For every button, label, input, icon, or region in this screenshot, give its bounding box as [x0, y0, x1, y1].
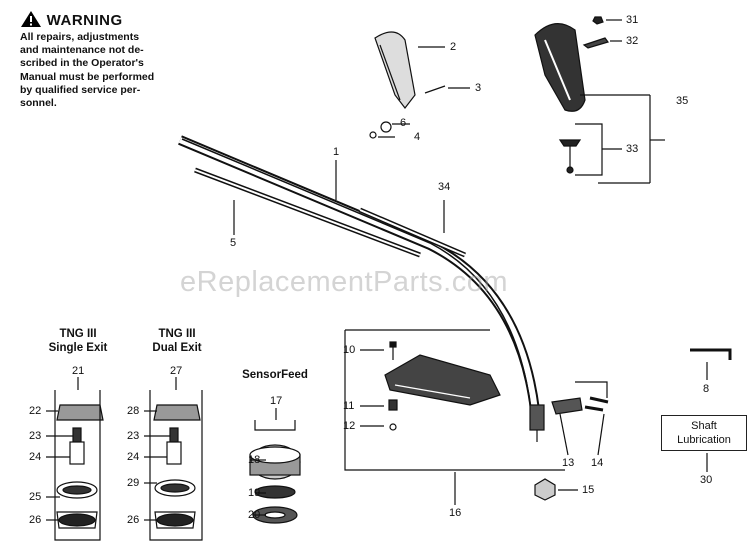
callout-34: 34 — [438, 181, 451, 193]
callout-1: 1 — [333, 146, 340, 158]
warning-line: and maintenance not de- — [20, 44, 144, 57]
single-exit-header-line2: Single Exit — [48, 342, 108, 354]
callout-10: 10 — [343, 344, 356, 356]
callout-35: 35 — [676, 95, 689, 107]
warning-triangle-icon — [21, 11, 41, 27]
dual-exit-head — [149, 390, 203, 541]
single-exit-header: TNG III Single Exit — [38, 327, 118, 355]
callout-26b: 26 — [127, 514, 140, 526]
callout-33: 33 — [626, 143, 639, 155]
callout-6: 6 — [400, 117, 407, 129]
callout-30: 30 — [700, 474, 713, 486]
callout-23b: 23 — [127, 430, 140, 442]
watermark: eReplacementParts.com — [180, 266, 509, 298]
callout-5: 5 — [230, 237, 237, 249]
hex-wrench-part — [690, 348, 732, 360]
dual-exit-header-line1: TNG III — [158, 328, 196, 340]
sensorfeed-header: SensorFeed — [242, 369, 308, 381]
callout-31: 31 — [626, 14, 639, 26]
dual-exit-header: TNG III Dual Exit — [137, 327, 217, 355]
callout-13: 13 — [562, 457, 575, 469]
callout-4: 4 — [414, 131, 421, 143]
handle-part — [374, 31, 416, 109]
warning-line: scribed in the Operator's — [20, 57, 144, 70]
callout-8: 8 — [703, 383, 710, 395]
callout-11: 11 — [343, 400, 355, 412]
warning-line: sonnel. — [20, 97, 57, 110]
callout-29: 29 — [127, 477, 140, 489]
callout-14: 14 — [591, 457, 604, 469]
single-exit-head — [54, 390, 104, 541]
callout-26: 26 — [29, 514, 42, 526]
shaft-lubrication-line2: Lubrication — [677, 434, 731, 446]
callout-25: 25 — [29, 491, 42, 503]
callout-22: 22 — [29, 405, 42, 417]
callout-3: 3 — [475, 82, 482, 94]
callout-2: 2 — [450, 41, 457, 53]
callout-27: 27 — [170, 365, 183, 377]
callout-23: 23 — [29, 430, 42, 442]
dual-exit-header-line2: Dual Exit — [152, 342, 202, 354]
callout-17: 17 — [270, 395, 283, 407]
assembly-box — [344, 330, 565, 471]
callout-12: 12 — [343, 420, 356, 432]
rear-handle-part — [534, 23, 586, 112]
callout-18: 18 — [248, 454, 261, 466]
single-exit-header-line1: TNG III — [59, 328, 97, 340]
callout-19: 19 — [248, 487, 261, 499]
callout-15: 15 — [582, 484, 595, 496]
callout-32: 32 — [626, 35, 639, 47]
nut-part — [534, 478, 556, 501]
shaft-lubrication-line1: Shaft — [691, 420, 717, 432]
callout-28: 28 — [127, 405, 140, 417]
warning-line: by qualified service per- — [20, 83, 141, 96]
callout-24b: 24 — [127, 451, 140, 463]
callout-16: 16 — [449, 507, 462, 519]
shaft-lubrication-box: Shaft Lubrication — [661, 415, 747, 451]
warning-block: WARNING All repairs, adjustments and mai… — [20, 10, 220, 110]
warning-line: All repairs, adjustments — [20, 31, 140, 43]
warning-body: All repairs, adjustments and maintenance… — [20, 31, 220, 110]
warning-line: Manual must be performed — [20, 70, 155, 83]
callout-21: 21 — [72, 365, 85, 377]
sensorfeed-head — [249, 420, 301, 524]
guard-part — [384, 354, 501, 406]
callout-24: 24 — [29, 451, 42, 463]
callout-20: 20 — [248, 509, 261, 521]
warning-title-text: WARNING — [46, 12, 123, 29]
warning-title: WARNING — [20, 10, 220, 29]
